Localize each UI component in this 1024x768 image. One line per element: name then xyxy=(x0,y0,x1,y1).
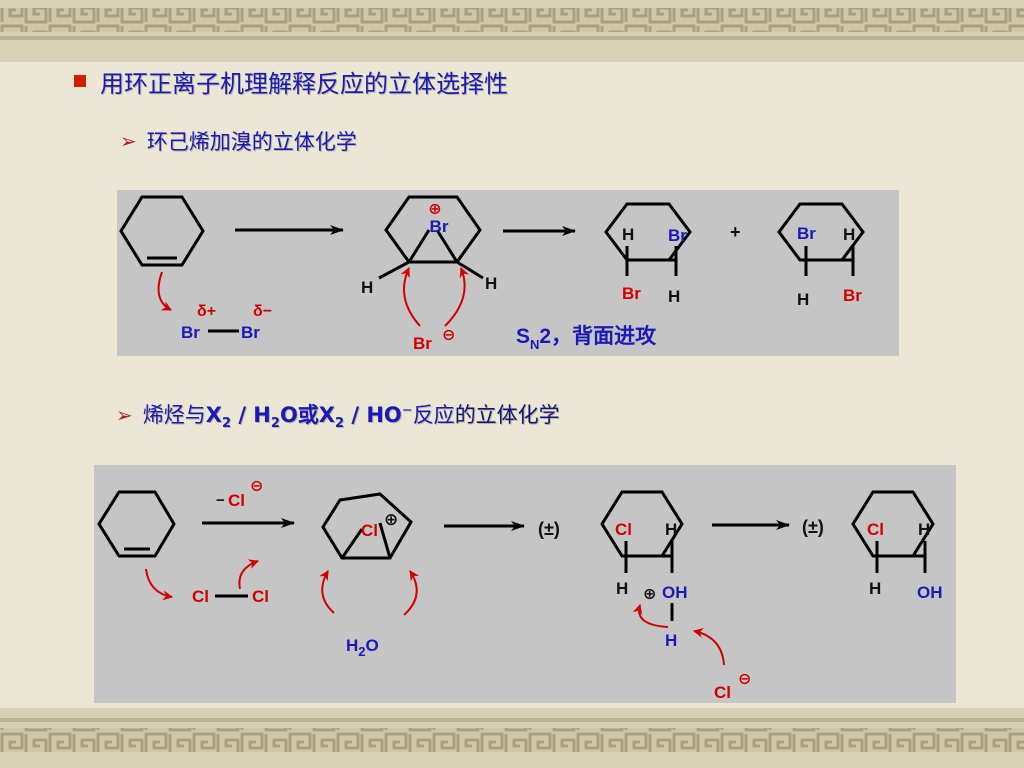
arrow-bullet-icon: ➢ xyxy=(120,129,137,153)
prod-cl-label: Cl xyxy=(867,520,884,539)
curved-arrow-icon xyxy=(157,271,172,311)
p2-h-top: H xyxy=(843,225,855,244)
prod-oh-label: OH xyxy=(917,583,943,602)
trans-dibromide-enantiomer-icon xyxy=(777,202,865,276)
cyclohexene-icon xyxy=(97,490,176,558)
p2-br-top: Br xyxy=(797,224,816,243)
chloronium-charge: ⊕ xyxy=(384,510,398,529)
h-right-label: H xyxy=(485,274,497,293)
racemic-label-1: (±) xyxy=(538,519,560,539)
heading-text: 用环正离子机理解释反应的立体选择性 xyxy=(100,69,508,98)
cl2-right-label: Cl xyxy=(252,587,269,606)
delta-plus-label: δ+ xyxy=(197,303,216,320)
slide-heading: 用环正离子机理解释反应的立体选择性 xyxy=(74,64,508,98)
trans-dibromide-icon xyxy=(604,202,692,276)
nucleophile-charge: ⊖ xyxy=(442,327,455,344)
p1-h-top: H xyxy=(622,225,634,244)
int-oh-label: OH xyxy=(662,583,688,602)
int-h-top: H xyxy=(665,520,677,539)
chloronium-cl-label: Cl xyxy=(361,521,378,540)
water-label: H2O xyxy=(346,636,379,659)
h-left-label: H xyxy=(361,278,373,297)
arrow-bullet-icon: ➢ xyxy=(116,403,133,427)
reagent-prefix: − xyxy=(216,492,225,509)
square-bullet-icon xyxy=(74,75,86,87)
bromination-scheme-panel: Br Br δ+ δ− ⊕ Br H H Br ⊖ H Br Br H xyxy=(117,190,899,356)
section-2-title: 烯烃与X2 / H2O或X2 / HO−反应的立体化学 xyxy=(142,402,560,432)
trans-chlorohydrin-icon xyxy=(851,490,935,573)
bromonium-br-label: Br xyxy=(430,217,449,236)
cl2-left-label: Cl xyxy=(192,587,209,606)
chloronium-ion-icon xyxy=(321,492,413,560)
plus-sign: + xyxy=(730,222,741,242)
p2-br-bottom: Br xyxy=(843,286,862,305)
br2-left-label: Br xyxy=(181,323,200,342)
section-1-title: 环己烯加溴的立体化学 xyxy=(146,130,357,154)
bromonium-charge: ⊕ xyxy=(428,201,441,218)
halohydrin-scheme-panel: Cl Cl − Cl ⊖ Cl ⊕ H2O (±) Cl H H ⊕ xyxy=(94,465,956,703)
int-h-below: H xyxy=(665,631,677,650)
delta-minus-label: δ− xyxy=(253,303,272,320)
prod-h-left: H xyxy=(869,579,881,598)
reagent-cl-label: Cl xyxy=(228,491,245,510)
protonated-halohydrin-icon xyxy=(600,490,684,621)
chloride-label: Cl xyxy=(714,683,731,702)
int-h-left: H xyxy=(616,579,628,598)
p1-h-bottom: H xyxy=(668,287,680,306)
int-charge: ⊕ xyxy=(643,586,656,603)
bromonium-ion-icon xyxy=(378,195,484,280)
mechanism-label: SN2，背面进攻 xyxy=(516,324,657,352)
reagent-charge: ⊖ xyxy=(250,478,263,495)
section-1-heading: ➢ 环己烯加溴的立体化学 xyxy=(120,126,357,156)
cyclohexene-icon xyxy=(119,195,205,267)
prod-h-top: H xyxy=(918,520,930,539)
p2-h-bottom: H xyxy=(797,290,809,309)
decorative-bottom-border xyxy=(0,708,1024,768)
int-cl-label: Cl xyxy=(615,520,632,539)
p1-br-bottom: Br xyxy=(622,284,641,303)
section-2-heading: ➢ 烯烃与X2 / H2O或X2 / HO−反应的立体化学 xyxy=(116,400,560,432)
decorative-top-border xyxy=(0,0,1024,62)
nucleophile-br-label: Br xyxy=(413,334,432,353)
br2-right-label: Br xyxy=(241,323,260,342)
chloride-charge: ⊖ xyxy=(738,671,751,688)
racemic-label-2: (±) xyxy=(802,517,824,537)
p1-br-top: Br xyxy=(668,226,687,245)
curved-arrow-icon xyxy=(145,568,173,601)
